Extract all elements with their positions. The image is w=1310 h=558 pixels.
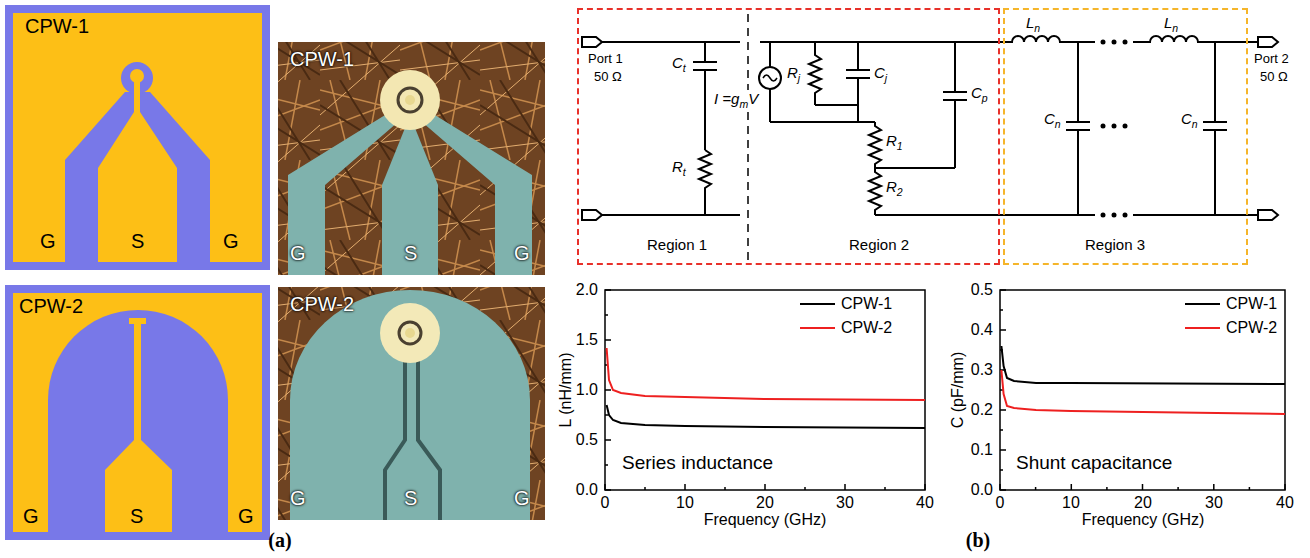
cpw2-photo [278,287,545,520]
component-label: Cj [874,64,887,81]
tick-label: 0.2 [971,401,993,419]
tick-label: 0 [601,494,610,512]
tick-label: 0.3 [971,361,993,379]
axis-title: C (pF/mm) [949,352,967,428]
legend-line [800,303,835,305]
terminal-letter: G [40,230,56,253]
component-label: Ln [1164,14,1178,31]
circuit-wires [582,14,1278,262]
tick-label: 0.0 [576,481,598,499]
subscript: n [1192,118,1198,130]
region-box: Region 1 Region 2 [577,8,1000,265]
impedance-label: 50 Ω [1260,70,1288,85]
layout-panel: CPW-2G S G [5,285,270,540]
cpw1-layout [5,5,270,270]
tick-label: 10 [1062,494,1080,512]
terminal-letter: G [223,230,239,253]
component-label: Ct [672,54,686,71]
component-label: Rt [672,158,686,175]
terminal-letter: G [290,242,306,265]
terminal-letter: G [514,487,530,510]
chart-curves [607,346,1285,428]
chart-axes [605,290,1285,490]
tick-label: 30 [1205,494,1223,512]
legend-line [1185,327,1220,329]
cpw2-layout [5,285,270,540]
axis-title: Frequency (GHz) [1082,511,1205,529]
port-label: Port 2 [1254,52,1289,67]
chart-note: Shunt capacitance [1016,452,1172,474]
component-label: R2 [886,178,903,195]
component-label: Cp [971,84,988,101]
tick-label: 0.5 [971,281,993,299]
terminal-letter: S [131,230,144,253]
photo-panel: CPW-1G S G [278,42,545,275]
subscript: n [1034,22,1040,34]
tick-label: 20 [756,494,774,512]
tick-label: 0.4 [971,321,993,339]
legend-text: CPW-2 [1226,319,1277,337]
subscript: 1 [897,140,903,152]
photo-panel: CPW-2G S G [278,287,545,520]
cpw1-photo [278,42,545,275]
legend-line [1185,303,1220,305]
legend-text: CPW-2 [841,319,892,337]
source-label: I =gmV [712,90,760,107]
terminal-letter: G [290,487,306,510]
terminal-letter: G [238,505,254,528]
panel-letter: (a) [268,529,291,552]
ellipsis-dots [1101,40,1128,218]
tick-label: 30 [836,494,854,512]
terminal-letter: G [23,505,39,528]
impedance-label: 50 Ω [594,70,622,85]
subscript: t [683,62,686,74]
component-label: Ln [1026,14,1040,31]
panel-letter: (b) [966,529,990,552]
region-label: Region 1 [647,236,707,253]
region-label: Region 2 [849,236,909,253]
tick-label: 40 [1276,494,1294,512]
subscript: n [1172,22,1178,34]
component-label: Cn [1181,110,1198,127]
subscript: n [1055,118,1061,130]
region-box: Region 3 [1003,8,1248,265]
subscript: t [683,166,686,178]
tick-label: 1.5 [576,331,598,349]
legend-line [800,327,835,329]
subscript: m [739,98,748,110]
port-label: Port 1 [588,52,623,67]
terminal-letter: S [404,487,417,510]
legend-text: CPW-1 [841,295,892,313]
chart-note: Series inductance [622,452,773,474]
tick-label: 10 [676,494,694,512]
tick-label: 20 [1134,494,1152,512]
component-label: R1 [886,132,903,149]
terminal-letter: S [130,505,143,528]
subscript: p [982,92,988,104]
terminal-letter: S [404,242,417,265]
axis-title: Frequency (GHz) [704,511,827,529]
panel-title: CPW-2 [290,293,354,316]
panel-title: CPW-1 [25,15,89,38]
component-label: Cn [1044,110,1061,127]
legend-text: CPW-1 [1226,295,1277,313]
terminal-letter: G [514,242,530,265]
subscript: 2 [897,186,903,198]
tick-label: 40 [916,494,934,512]
tick-label: 0.1 [971,441,993,459]
tick-label: 0 [996,494,1005,512]
subscript: j [885,72,887,84]
subscript: j [798,72,800,84]
tick-label: 2.0 [576,281,598,299]
panel-title: CPW-1 [290,48,354,71]
component-label: Rj [787,64,800,81]
layout-panel: CPW-1G S G [5,5,270,270]
tick-label: 0.0 [971,481,993,499]
tick-label: 1.0 [576,381,598,399]
axis-title: L (nH/mm) [557,353,575,428]
panel-title: CPW-2 [19,295,83,318]
tick-label: 0.5 [576,431,598,449]
region-label: Region 3 [1085,236,1145,253]
